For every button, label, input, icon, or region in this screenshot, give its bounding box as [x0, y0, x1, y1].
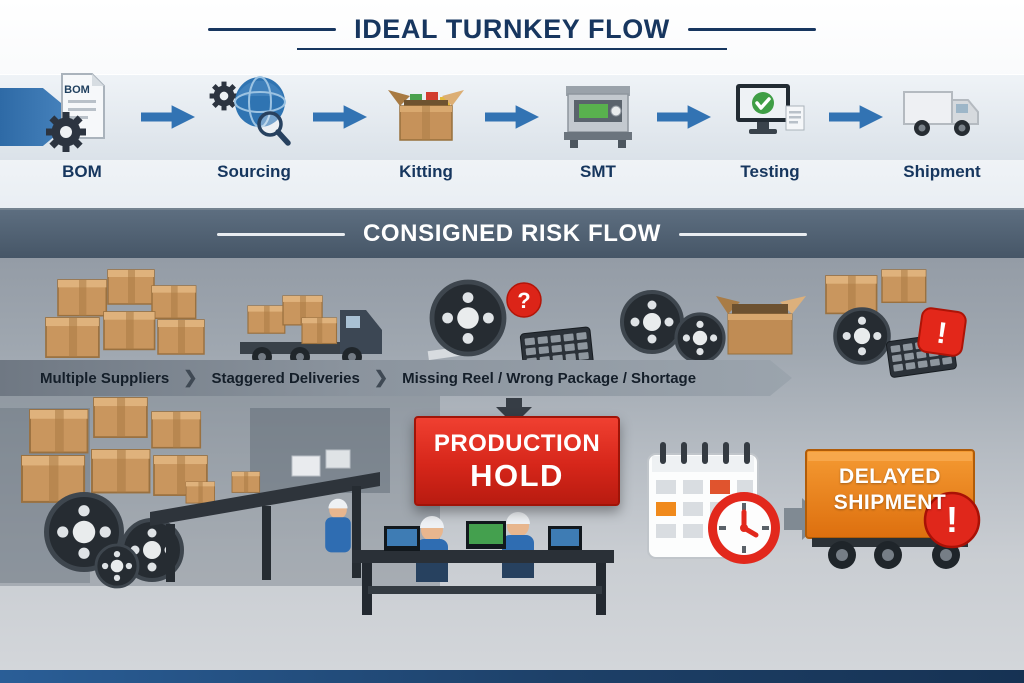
svg-text:!: !: [946, 499, 958, 540]
turnkey-flow-title: IDEAL TURNKEY FLOW: [354, 14, 670, 44]
step-label-shipment: Shipment: [903, 162, 981, 181]
reels-open-box-icon: [620, 290, 806, 364]
bom-document-gear-icon: BOM: [46, 73, 105, 152]
turnkey-title-row: IDEAL TURNKEY FLOW: [0, 0, 1024, 45]
delayed-shipment-label: DELAYED SHIPMENT: [806, 464, 974, 517]
risk-flow-title: CONSIGNED RISK FLOW: [362, 220, 662, 247]
chevron-right-icon: ❯: [183, 368, 198, 387]
turnkey-flow-section: IDEAL TURNKEY FLOW BOM BOM: [0, 0, 1024, 208]
flow-arrow-icon: [485, 105, 539, 129]
right-arrow-icon: [784, 498, 824, 540]
step-label-bom: BOM: [62, 162, 102, 181]
svg-text:!: !: [935, 316, 949, 350]
title-rule-right: [687, 28, 816, 31]
step-label-testing: Testing: [740, 162, 800, 181]
production-hold-banner: PRODUCTION HOLD: [414, 416, 620, 506]
worker-figure: [325, 498, 351, 553]
clock-icon: [708, 492, 780, 564]
shipment-warning-badge-icon: !: [923, 491, 981, 549]
bottom-accent-strip: [0, 670, 1024, 683]
delivery-truck-boxes-icon: [240, 295, 382, 367]
risk-title-row: CONSIGNED RISK FLOW: [0, 220, 1024, 248]
shipment-truck-icon: [903, 91, 979, 136]
flow-arrow-icon: [657, 105, 711, 129]
magnifier-icon: [257, 111, 291, 146]
stage-multiple-suppliers: Multiple Suppliers: [40, 369, 170, 387]
delayed-shipment-line2: SHIPMENT: [833, 491, 947, 515]
step-sourcing: Sourcing: [195, 66, 313, 182]
worker-figure: [502, 512, 534, 578]
risk-flow-section: ?: [0, 258, 1024, 670]
turnkey-steps-row: BOM BOM: [0, 66, 1024, 182]
production-hold-line2: HOLD: [470, 457, 564, 493]
svg-text:BOM: BOM: [64, 84, 90, 96]
step-testing: Testing: [711, 66, 829, 182]
flow-arrow-icon: [829, 105, 883, 129]
flow-arrow-icon: [141, 105, 195, 129]
title-underline: [297, 48, 727, 50]
step-label-smt: SMT: [580, 162, 616, 181]
stage-staggered-deliveries: Staggered Deliveries: [211, 369, 360, 387]
globe-magnifier-gear-icon: [209, 76, 291, 146]
worker-figure: [416, 516, 448, 582]
risk-flow-divider: CONSIGNED RISK FLOW: [0, 208, 1024, 258]
reel-question-package-icon: ?: [427, 282, 594, 372]
shortage-warning-icon: !: [825, 269, 967, 378]
question-badge-icon: [506, 282, 542, 318]
production-hold-line1: PRODUCTION: [433, 429, 601, 457]
step-smt: SMT: [539, 66, 657, 182]
document-icon: [785, 105, 805, 131]
delayed-shipment-line1: DELAYED: [839, 465, 941, 488]
chevron-right-icon: ❯: [373, 368, 389, 387]
title-rule-right: [679, 232, 808, 236]
title-rule-left: [208, 28, 337, 31]
step-shipment: Shipment: [883, 66, 1001, 182]
risk-scene-illustration: ?: [0, 269, 981, 615]
testing-monitor-check-icon: [736, 84, 805, 134]
cardboard-boxes-icon: [45, 269, 205, 358]
conveyor-illustration: [150, 449, 380, 582]
step-bom: BOM BOM: [23, 66, 141, 182]
step-label-sourcing: Sourcing: [217, 162, 291, 181]
stage-missing-reel: Missing Reel / Wrong Package / Shortage: [402, 369, 697, 387]
workers-bench-illustration: [325, 498, 614, 615]
risk-stage-strip: Multiple Suppliers ❯ Staggered Deliverie…: [0, 360, 792, 396]
step-label-kitting: Kitting: [399, 162, 453, 181]
smt-machine-icon: [564, 86, 632, 148]
kitting-open-box-icon: [388, 90, 464, 141]
title-rule-left: [216, 232, 345, 236]
svg-text:?: ?: [517, 288, 530, 313]
step-kitting: Kitting: [367, 66, 485, 182]
warning-badge-icon: !: [917, 307, 967, 357]
flow-arrow-icon: [313, 105, 367, 129]
